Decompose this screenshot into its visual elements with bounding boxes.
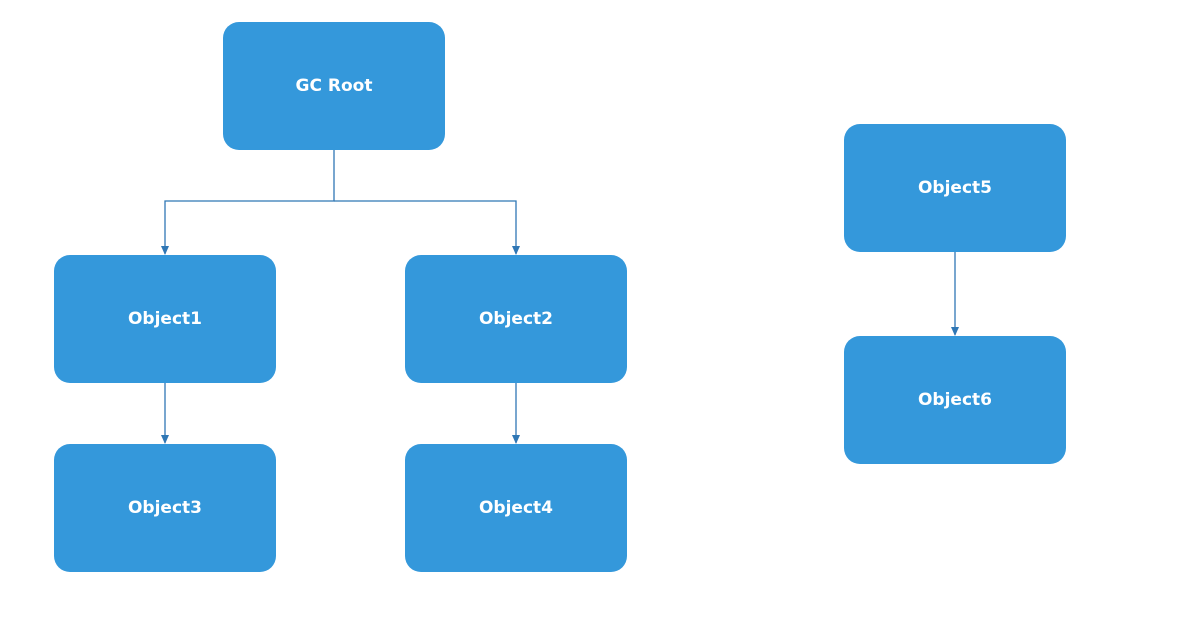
- node-object5: Object5: [844, 124, 1066, 252]
- node-object4: Object4: [405, 444, 627, 572]
- node-label-object3: Object3: [127, 498, 202, 518]
- node-object1: Object1: [54, 255, 276, 383]
- node-object6: Object6: [844, 336, 1066, 464]
- node-object2: Object2: [405, 255, 627, 383]
- edge-gcroot-object1: [161, 150, 335, 255]
- node-object3: Object3: [54, 444, 276, 572]
- node-label-gc-root: GC Root: [295, 76, 373, 96]
- node-gc-root: GC Root: [223, 22, 445, 150]
- node-label-object4: Object4: [478, 498, 553, 518]
- node-label-object1: Object1: [127, 309, 202, 329]
- node-label-object5: Object5: [917, 178, 992, 198]
- edge-gcroot-object2: [334, 200, 520, 255]
- node-label-object2: Object2: [478, 309, 553, 329]
- node-label-object6: Object6: [917, 390, 992, 410]
